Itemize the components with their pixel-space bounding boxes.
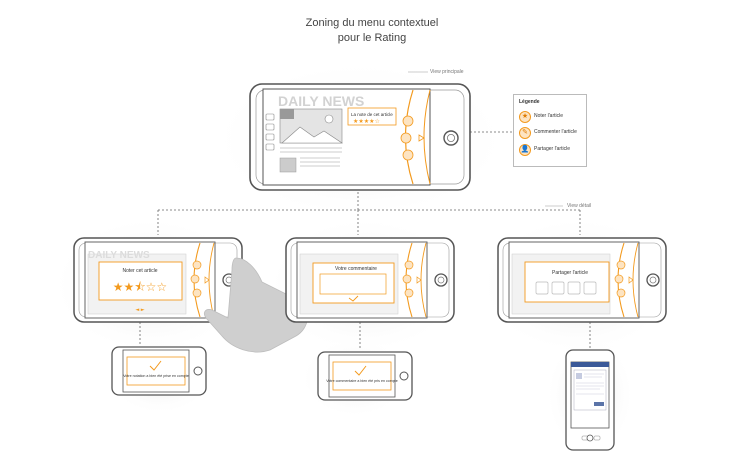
view-label-lines bbox=[408, 71, 563, 207]
diagram-title: Zoning du menu contextuel pour le Rating bbox=[0, 16, 744, 46]
connectors bbox=[139, 131, 591, 350]
comment-title: Votre commentaire bbox=[335, 266, 377, 272]
main-rating-stars: ★★★★☆ bbox=[353, 118, 380, 125]
comment-icon: ✎ bbox=[519, 127, 531, 139]
main-rating-label: La note de cet article bbox=[351, 112, 393, 117]
rate-confirm-text: Votre notation a bien été prise en compt… bbox=[123, 374, 189, 378]
star-icon: ★ bbox=[519, 111, 531, 123]
legend-box: Légende ★ Noter l'article ✎ Commenter l'… bbox=[513, 94, 587, 167]
comment-phone bbox=[285, 237, 455, 323]
legend-item-rate: Noter l'article bbox=[534, 113, 564, 119]
main-view-label: View principale bbox=[430, 69, 464, 75]
rate-arrows[interactable]: ◄ ► bbox=[135, 307, 144, 313]
rate-confirm-phone bbox=[111, 346, 207, 396]
hand-gesture bbox=[204, 257, 308, 353]
comment-confirm-phone bbox=[317, 351, 413, 401]
share-phone bbox=[497, 237, 667, 323]
comment-confirm-text: Votre commentaire a bien été pris en com… bbox=[326, 379, 398, 383]
title-line-2: pour le Rating bbox=[337, 32, 407, 44]
main-brand: DAILY NEWS bbox=[278, 93, 364, 109]
rate-title: Noter cet article bbox=[122, 268, 157, 274]
legend-title: Légende bbox=[519, 99, 540, 105]
rate-stars[interactable]: ★★⯪☆☆ bbox=[113, 280, 167, 294]
rate-phone bbox=[73, 237, 243, 323]
legend-item-comment: Commenter l'article bbox=[534, 129, 577, 135]
legend-item-share: Partager l'article bbox=[534, 146, 570, 152]
share-icon: 👤 bbox=[519, 144, 531, 156]
title-line-1: Zoning du menu contextuel bbox=[305, 17, 439, 29]
share-confirm-phone bbox=[565, 349, 615, 451]
main-phone bbox=[249, 83, 471, 191]
share-title: Partager l'article bbox=[552, 270, 588, 276]
rate-brand: DAILY NEWS bbox=[88, 250, 150, 261]
detail-view-label: View détail bbox=[567, 203, 592, 209]
